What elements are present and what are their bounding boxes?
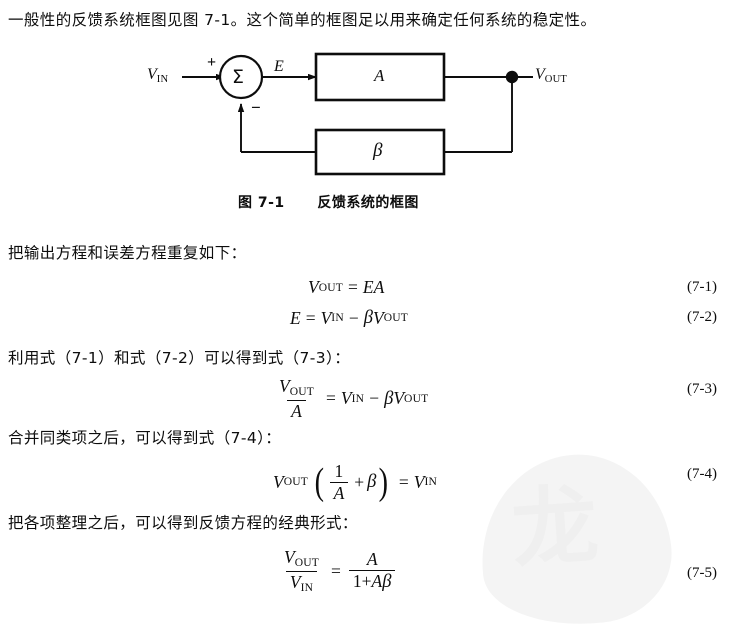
- summer-minus-sign: −: [251, 98, 261, 117]
- fraction-one-over-a: 1 A: [329, 462, 349, 503]
- figure-output-label: VOUT: [535, 66, 568, 85]
- figure-error-label: E: [274, 58, 284, 75]
- figure-caption: 图 7-1 反馈系统的框图: [238, 192, 419, 212]
- fraction-vout-over-vin: VOUT VIN: [284, 547, 320, 594]
- equation-7-5: VOUT VIN = A 1+Aβ: [277, 548, 398, 594]
- figure-caption-text: 反馈系统的框图: [317, 195, 419, 211]
- paragraph-derive-7-3: 利用式（7-1）和式（7-2）可以得到式（7-3）：: [8, 349, 351, 367]
- summer-plus-sign: +: [207, 54, 217, 71]
- equation-number-7-2: (7-2): [687, 309, 717, 325]
- fraction-vout-over-a: VOUT A: [279, 376, 315, 421]
- equation-number-7-5: (7-5): [687, 565, 717, 581]
- right-paren: ): [378, 460, 389, 503]
- watermark-blob: [471, 445, 679, 634]
- paragraph-intro: 一般性的反馈系统框图见图 7-1。这个简单的框图足以用来确定任何系统的稳定性。: [8, 11, 597, 29]
- paragraph-restate-equations: 把输出方程和误差方程重复如下：: [8, 244, 247, 262]
- feedback-gain-block: [314, 128, 446, 176]
- equation-number-7-3: (7-3): [687, 381, 717, 397]
- paragraph-derive-7-4: 合并同类项之后，可以得到式（7-4）：: [8, 429, 282, 447]
- block-diagram-svg: [182, 52, 533, 176]
- summer-sigma-symbol: Σ: [232, 66, 245, 88]
- equation-number-7-4: (7-4): [687, 466, 717, 482]
- figure-block-diagram: VIN + Σ − E A β VOUT: [0, 0, 755, 200]
- figure-caption-number: 图 7-1: [238, 195, 285, 211]
- figure-input-label: VIN: [147, 66, 169, 85]
- left-paren: (: [314, 460, 325, 503]
- watermark-glyph: 龙: [508, 475, 602, 581]
- forward-block-label: A: [374, 66, 385, 85]
- fraction-a-over-one-plus-a-beta: A 1+Aβ: [348, 550, 396, 592]
- paragraph-derive-7-5: 把各项整理之后，可以得到反馈方程的经典形式：: [8, 514, 358, 532]
- feedback-block-label: β: [373, 140, 383, 161]
- equation-number-7-1: (7-1): [687, 279, 717, 295]
